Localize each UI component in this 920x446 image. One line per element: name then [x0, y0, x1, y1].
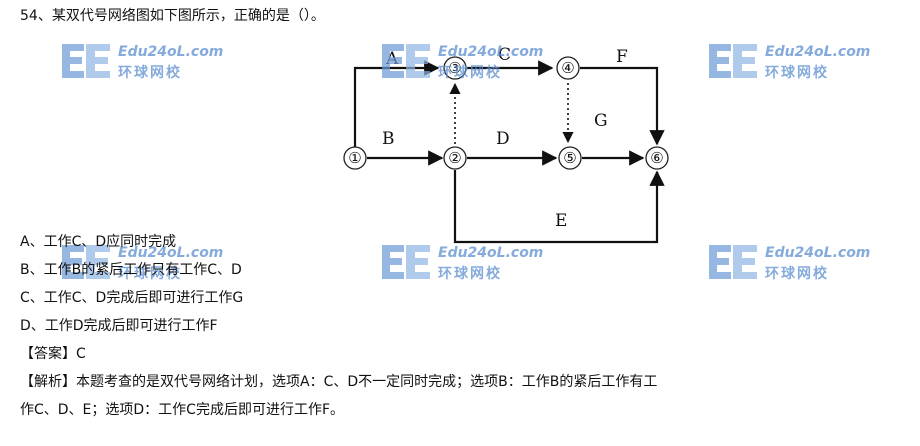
label-e: E — [555, 211, 567, 231]
svg-text:⑤: ⑤ — [563, 149, 576, 167]
edu-logo-icon — [62, 245, 110, 279]
question-stem: 54、某双代号网络图如下图所示，正确的是（）。 — [20, 8, 325, 24]
answer: 【答案】C — [20, 346, 86, 362]
label-f: F — [616, 47, 628, 67]
watermark-mid-right: Edu24oL.com 环球网校 — [705, 243, 870, 287]
option-b: B、工作B的紧后工作只有工作C、D — [20, 262, 242, 278]
node-4: ④ — [556, 56, 580, 80]
node-1: ① — [343, 146, 367, 170]
edu-logo-icon — [709, 245, 757, 279]
svg-text:③: ③ — [448, 59, 461, 77]
edge-f — [580, 66, 665, 146]
watermark-mid-center: Edu24oL.com 环球网校 — [378, 243, 543, 287]
option-d: D、工作D完成后即可进行工作F — [20, 318, 218, 334]
svg-text:⑥: ⑥ — [650, 149, 663, 167]
edu-logo-icon — [62, 44, 110, 78]
svg-text:①: ① — [348, 149, 361, 167]
label-b: B — [382, 129, 395, 149]
edu-logo-icon — [709, 44, 757, 78]
node-2: ② — [443, 146, 467, 170]
option-c: C、工作C、D完成后即可进行工作G — [20, 290, 244, 306]
watermark-top-right: Edu24oL.com 环球网校 — [705, 42, 870, 86]
option-a: A、工作C、D应同时完成 — [20, 234, 177, 250]
svg-text:④: ④ — [561, 59, 574, 77]
label-d: D — [496, 129, 510, 149]
edge-e — [453, 170, 665, 244]
node-3: ③ — [443, 56, 467, 80]
watermark-mid-left: Edu24oL.com 环球网校 — [58, 243, 223, 287]
node-5: ⑤ — [558, 146, 582, 170]
watermark-top-center: Edu24oL.com 环球网校 — [378, 42, 543, 86]
svg-text:②: ② — [448, 149, 461, 167]
analysis-line-2: 作C、D、E；选项D：工作C完成后即可进行工作F。 — [20, 402, 345, 418]
edu-logo-icon — [382, 44, 430, 78]
edu-logo-icon — [382, 245, 430, 279]
label-g: G — [594, 111, 608, 131]
label-c: C — [498, 45, 511, 65]
node-6: ⑥ — [645, 146, 669, 170]
watermark-top-left: Edu24oL.com 环球网校 — [58, 42, 223, 86]
network-diagram: A B C D E F G ① ② ③ ④ ⑤ ⑥ — [343, 45, 669, 244]
analysis-line-1: 【解析】本题考查的是双代号网络计划，选项A：C、D不一定同时完成；选项B：工作B… — [20, 374, 658, 390]
